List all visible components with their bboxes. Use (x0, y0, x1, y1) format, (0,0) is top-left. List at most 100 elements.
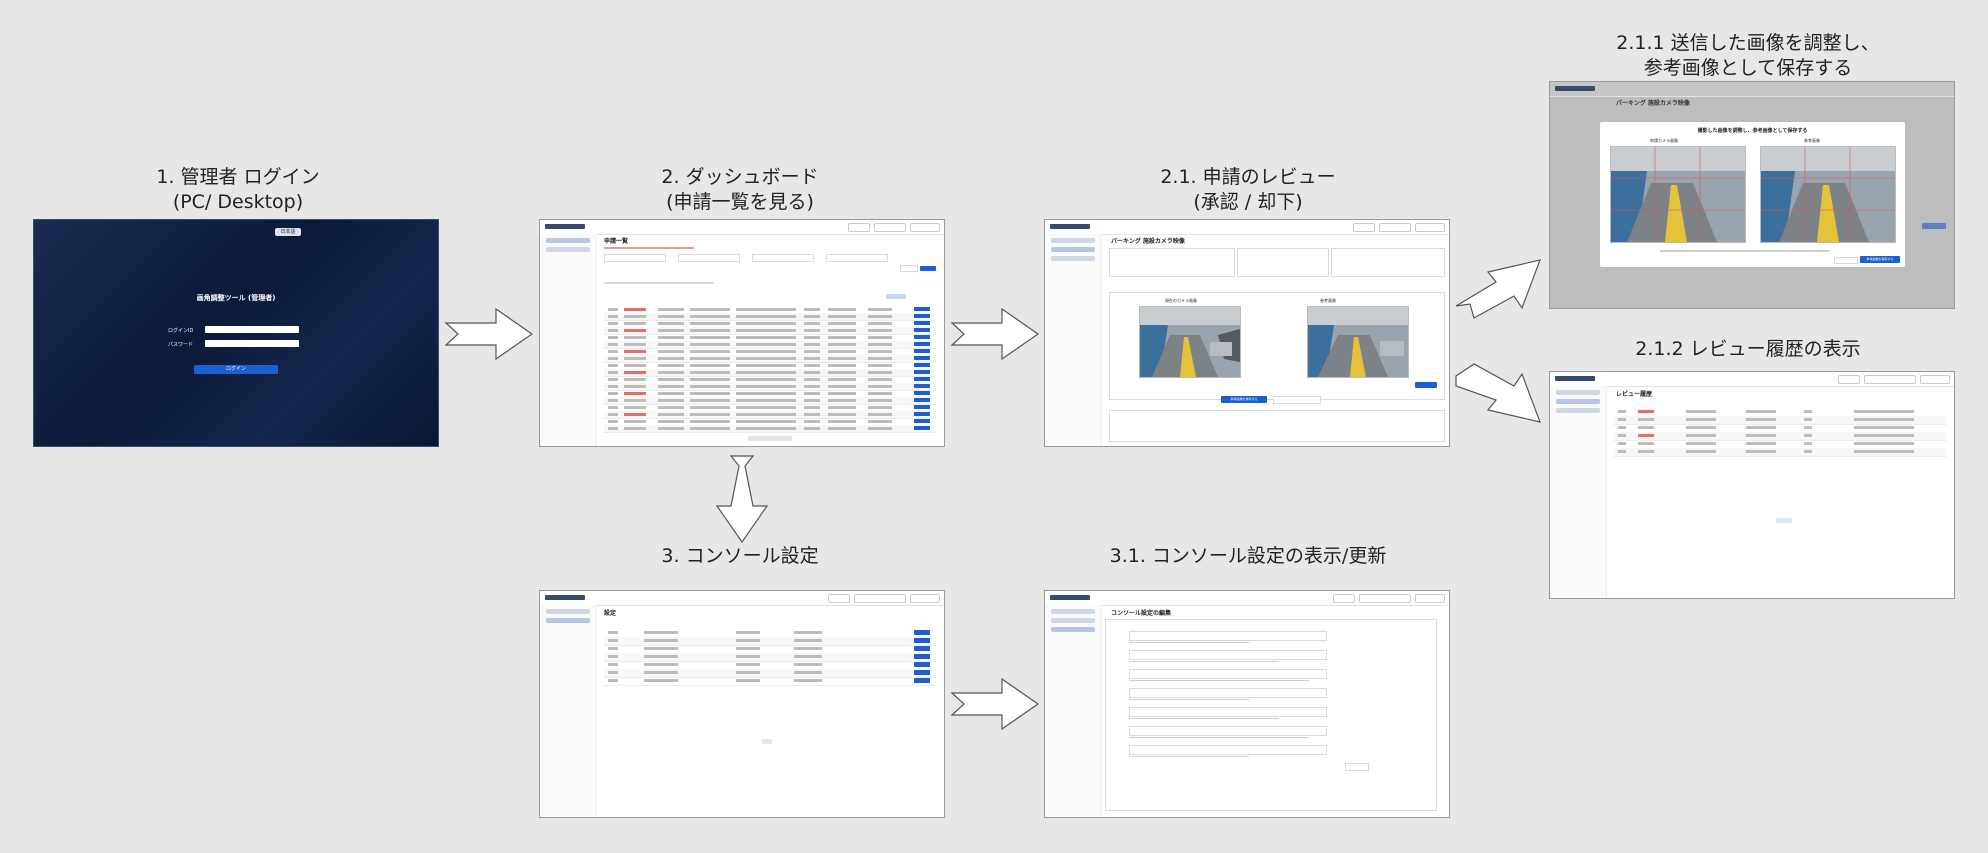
pagination[interactable] (748, 436, 792, 441)
row-action-button[interactable] (914, 356, 930, 360)
console-pagination[interactable] (762, 739, 772, 744)
form-input-field[interactable] (1129, 669, 1327, 679)
row-action-button[interactable] (914, 328, 930, 332)
filter-field-3[interactable] (752, 254, 814, 262)
lang-pill[interactable] (1353, 223, 1375, 232)
sidebar-item-dashboard[interactable] (546, 609, 590, 614)
table-cell (828, 364, 856, 367)
table-cell (644, 671, 678, 674)
user-pill[interactable] (854, 594, 906, 603)
form-input-field[interactable] (1129, 631, 1327, 641)
form-input-field[interactable] (1129, 745, 1327, 755)
adjustable-image[interactable] (1610, 146, 1746, 243)
table-cell (868, 322, 892, 325)
row-action-button[interactable] (914, 670, 930, 675)
row-action-button[interactable] (914, 646, 930, 651)
filter-field-4[interactable] (826, 254, 888, 262)
row-action-button[interactable] (914, 349, 930, 353)
export-button[interactable] (886, 294, 906, 299)
sidebar-item-review[interactable] (1556, 399, 1600, 404)
user-pill[interactable] (1379, 223, 1411, 232)
row-action-button[interactable] (914, 638, 930, 643)
top-bar (1550, 82, 1954, 97)
table-cell (828, 371, 856, 374)
row-action-button[interactable] (914, 405, 930, 409)
dialog-save-button[interactable]: 参考画像を保存する (1860, 256, 1900, 263)
history-pagination[interactable] (1776, 518, 1792, 523)
sidebar-item-review[interactable] (1051, 247, 1095, 252)
row-action-button[interactable] (914, 321, 930, 325)
row-action-button[interactable] (914, 384, 930, 388)
lang-pill[interactable] (848, 223, 870, 232)
table-cell (608, 371, 618, 374)
save-reference-button[interactable] (1415, 382, 1437, 388)
filter-field-1[interactable] (604, 254, 666, 262)
logout-pill[interactable] (910, 223, 940, 232)
row-action-button[interactable] (914, 370, 930, 374)
table-cell (608, 308, 618, 311)
clear-button[interactable] (900, 265, 918, 272)
table-cell (828, 308, 856, 311)
user-pill[interactable] (1864, 375, 1916, 384)
lang-pill[interactable] (1333, 594, 1355, 603)
row-action-button[interactable] (914, 662, 930, 667)
table-cell (1746, 442, 1776, 445)
lang-pill[interactable] (1838, 375, 1860, 384)
lang-selector[interactable]: 日本語 (275, 228, 301, 236)
comment-field[interactable] (1109, 410, 1445, 442)
approve-button[interactable]: 参考画像を保存する (1221, 396, 1267, 403)
logout-pill[interactable] (1415, 594, 1445, 603)
row-action-button[interactable] (914, 419, 930, 423)
form-input-field[interactable] (1129, 707, 1327, 717)
row-action-button[interactable] (914, 314, 930, 318)
row-action-button[interactable] (914, 307, 930, 311)
row-action-button[interactable] (914, 654, 930, 659)
row-action-button[interactable] (914, 342, 930, 346)
row-action-button[interactable] (914, 630, 930, 635)
sidebar-item-dashboard[interactable] (1051, 609, 1095, 614)
table-row (604, 313, 936, 321)
logout-pill[interactable] (1415, 223, 1445, 232)
form-input-field[interactable] (1129, 726, 1327, 736)
logout-pill[interactable] (910, 594, 940, 603)
search-button[interactable] (920, 266, 936, 271)
row-action-button[interactable] (914, 398, 930, 402)
table-cell (658, 399, 684, 402)
user-pill[interactable] (874, 223, 906, 232)
lang-pill[interactable] (828, 594, 850, 603)
row-action-button[interactable] (914, 377, 930, 381)
row-action-button[interactable] (914, 391, 930, 395)
row-action-button[interactable] (914, 426, 930, 430)
reference-image-grid (1760, 146, 1896, 243)
sidebar-item-console[interactable] (546, 247, 590, 252)
login-pw-field[interactable] (205, 340, 299, 347)
user-pill[interactable] (1359, 594, 1411, 603)
dialog-cancel-button[interactable] (1834, 257, 1858, 264)
console-cancel-button[interactable] (1375, 763, 1399, 771)
row-action-button[interactable] (914, 335, 930, 339)
filter-field-2[interactable] (678, 254, 740, 262)
sidebar-item-dashboard[interactable] (1051, 238, 1095, 243)
sidebar-item-dashboard[interactable] (1556, 390, 1600, 395)
row-action-button[interactable] (914, 678, 930, 683)
row-action-button[interactable] (914, 412, 930, 416)
logout-pill[interactable] (1920, 375, 1950, 384)
sidebar-item-console[interactable] (1051, 618, 1095, 623)
sidebar-item-console[interactable] (1051, 256, 1095, 261)
sidebar-item-console-edit[interactable] (1051, 627, 1095, 632)
row-action-button[interactable] (914, 363, 930, 367)
table-cell (804, 427, 820, 430)
table-cell (736, 371, 796, 374)
form-input-field[interactable] (1129, 650, 1327, 660)
login-button[interactable]: ログイン (194, 365, 278, 374)
reject-button[interactable] (1273, 396, 1321, 404)
sidebar-item-dashboard[interactable] (546, 238, 590, 243)
arrow-dashboard-to-console (715, 455, 769, 544)
sidebar-item-console[interactable] (546, 618, 590, 623)
sidebar-item-console[interactable] (1556, 408, 1600, 413)
form-input-field[interactable] (1129, 688, 1327, 698)
table-cell (690, 322, 730, 325)
login-id-field[interactable] (205, 326, 299, 333)
table-cell (1804, 418, 1812, 421)
console-save-button[interactable] (1345, 763, 1369, 771)
